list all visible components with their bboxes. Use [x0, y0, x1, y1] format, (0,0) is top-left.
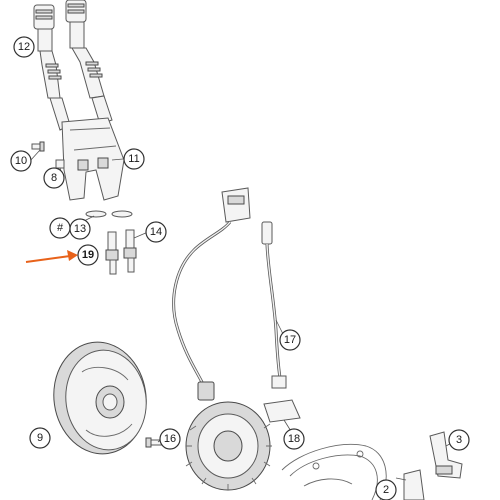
part-2: [403, 469, 425, 500]
callout-3-label: 3: [456, 434, 462, 446]
callout-10-label: 10: [15, 155, 27, 167]
callout-17: 17: [279, 329, 301, 351]
callout-17-label: 17: [284, 334, 296, 346]
callout-16: 16: [159, 428, 181, 450]
callout-18: 18: [283, 428, 305, 450]
callout-18-label: 18: [288, 433, 300, 445]
bolts-left: [31, 141, 65, 169]
callout-12-label: 12: [18, 41, 30, 53]
stator: [185, 401, 272, 491]
flywheel: [53, 341, 147, 455]
callout-hash: #: [49, 217, 71, 239]
callout-10: 10: [10, 150, 32, 172]
callout-19-label: 19: [82, 249, 94, 261]
callout-8: 8: [43, 167, 65, 189]
callout-13-label: 13: [74, 223, 86, 235]
callout-11: 11: [123, 148, 145, 170]
callout-hash-label: #: [57, 222, 64, 234]
spark-plugs: [105, 229, 137, 275]
callout-14: 14: [145, 221, 167, 243]
sensor-cable: [261, 221, 301, 423]
callout-3: 3: [448, 429, 470, 451]
callout-2-label: 2: [383, 484, 389, 496]
cover-gasket: [281, 444, 387, 500]
bracket-3: [429, 431, 463, 479]
ignition-coils: [33, 0, 113, 131]
callout-13: 13: [69, 218, 91, 240]
callout-8-label: 8: [51, 172, 57, 184]
callout-12: 12: [13, 36, 35, 58]
callout-2: 2: [375, 479, 397, 500]
highlight-arrow: [25, 250, 78, 263]
callout-19: 19: [77, 244, 99, 266]
coil-bracket: [61, 117, 133, 218]
callout-9-label: 9: [37, 432, 43, 444]
callout-9: 9: [29, 427, 51, 449]
callout-14-label: 14: [150, 226, 162, 238]
callout-16-label: 16: [164, 433, 176, 445]
callout-11-label: 11: [128, 153, 139, 165]
stator-harness: [172, 187, 251, 401]
